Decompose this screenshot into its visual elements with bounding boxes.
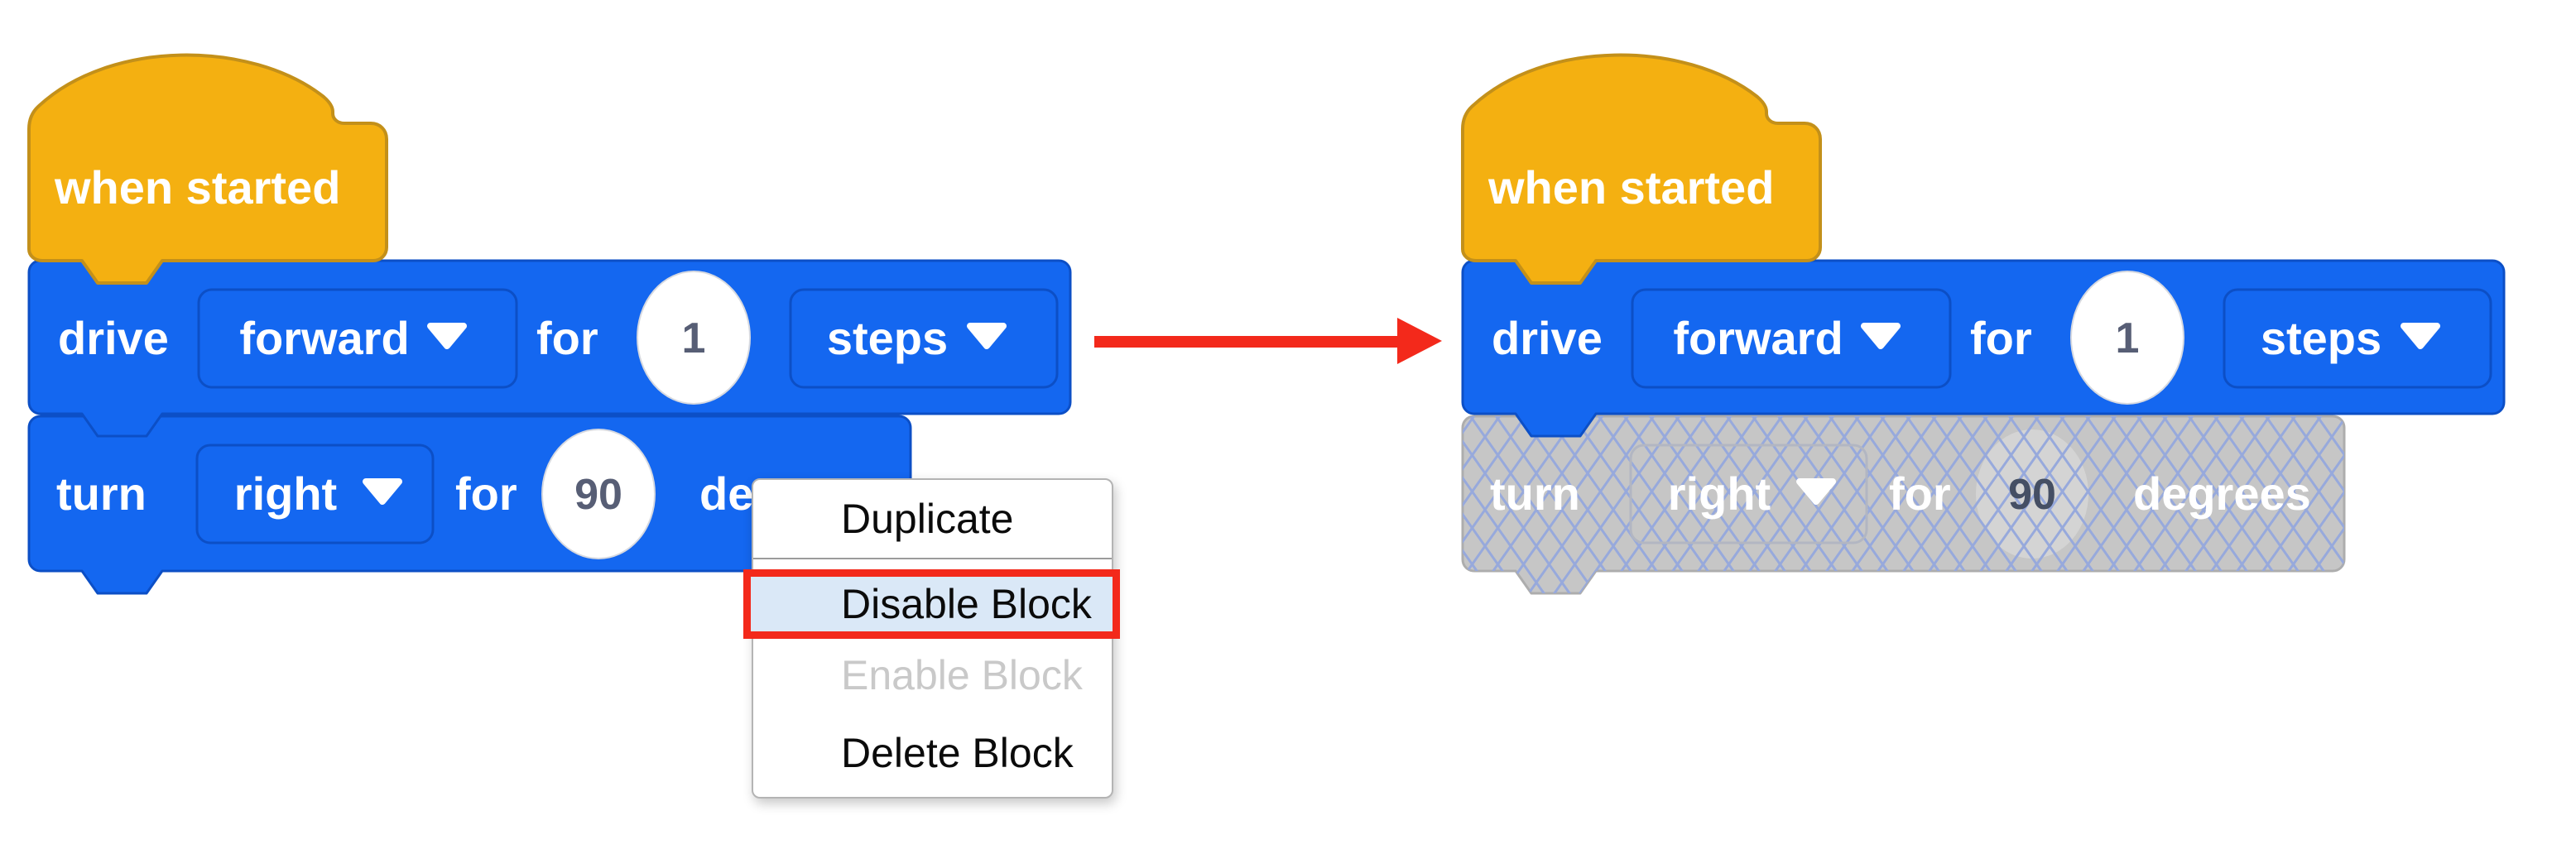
drive-unit-value: steps bbox=[827, 312, 948, 364]
right-block-stack: turn right for 90 degrees drive forward … bbox=[1461, 53, 2506, 595]
drive-unit-value: steps bbox=[2261, 312, 2381, 364]
drive-verb-label: drive bbox=[58, 312, 169, 364]
drive-unit-dropdown[interactable] bbox=[789, 288, 1059, 389]
when-started-hat-block[interactable]: when started bbox=[1461, 53, 1822, 285]
drive-verb-label: drive bbox=[1492, 312, 1603, 364]
drive-direction-dropdown[interactable] bbox=[197, 288, 518, 389]
menu-item-label: Enable Block bbox=[841, 652, 1083, 698]
turn-unit-label: degrees bbox=[2133, 468, 2311, 520]
turn-for-label: for bbox=[455, 468, 517, 520]
dropdown-caret-icon bbox=[1861, 323, 1901, 349]
drive-block-body[interactable] bbox=[27, 259, 1072, 438]
dropdown-caret-icon bbox=[427, 323, 467, 349]
drive-direction-value: forward bbox=[1673, 312, 1843, 364]
menu-item-label: Delete Block bbox=[841, 730, 1074, 776]
menu-item-delete-block[interactable]: Delete Block bbox=[753, 715, 1112, 791]
menu-item-enable-block: Enable Block bbox=[753, 639, 1112, 712]
turn-for-label: for bbox=[1889, 468, 1951, 520]
drive-unit-dropdown[interactable] bbox=[2223, 288, 2492, 389]
drive-block[interactable]: drive forward for 1 steps bbox=[1461, 259, 2506, 438]
dropdown-caret-icon bbox=[363, 478, 402, 505]
drive-distance-input[interactable] bbox=[2070, 271, 2184, 405]
drive-distance-input[interactable] bbox=[637, 271, 751, 405]
dropdown-caret-icon bbox=[2401, 323, 2440, 349]
menu-item-label: Duplicate bbox=[841, 496, 1014, 542]
drive-block[interactable]: drive forward for 1 steps bbox=[27, 259, 1072, 438]
turn-direction-value: right bbox=[234, 468, 337, 520]
turn-verb-label: turn bbox=[1490, 468, 1580, 520]
drive-block-body[interactable] bbox=[1461, 259, 2506, 438]
turn-direction-dropdown[interactable] bbox=[195, 444, 435, 544]
hat-label: when started bbox=[54, 161, 340, 213]
turn-angle-value: 90 bbox=[2008, 471, 2056, 519]
menu-item-duplicate[interactable]: Duplicate bbox=[753, 480, 1112, 559]
drive-for-label: for bbox=[1970, 312, 2032, 364]
turn-angle-value: 90 bbox=[574, 471, 622, 519]
drive-direction-value: forward bbox=[239, 312, 409, 364]
dropdown-caret-icon bbox=[967, 323, 1007, 349]
hat-block-body[interactable] bbox=[27, 53, 388, 285]
turn-direction-dropdown bbox=[1629, 444, 1868, 544]
menu-item-disable-block[interactable]: Disable Block bbox=[743, 569, 1120, 639]
menu-item-label: Disable Block bbox=[841, 581, 1092, 627]
dropdown-caret-icon bbox=[1796, 478, 1836, 505]
drive-distance-value: 1 bbox=[2116, 314, 2140, 362]
drive-direction-dropdown[interactable] bbox=[1631, 288, 1952, 389]
turn-block-disabled[interactable]: turn right for 90 degrees bbox=[1461, 415, 2346, 595]
drive-for-label: for bbox=[536, 312, 598, 364]
drive-distance-value: 1 bbox=[682, 314, 706, 362]
block-context-menu: Duplicate Disable Block Enable Block Del… bbox=[743, 478, 1120, 799]
hat-block-body[interactable] bbox=[1461, 53, 1822, 285]
turn-verb-label: turn bbox=[56, 468, 147, 520]
turn-block-body[interactable] bbox=[27, 415, 912, 595]
disabled-crosshatch-overlay bbox=[1463, 416, 2344, 593]
when-started-hat-block[interactable]: when started bbox=[27, 53, 388, 285]
transition-arrow-icon bbox=[1094, 318, 1442, 364]
turn-direction-value: right bbox=[1668, 468, 1771, 520]
hat-label: when started bbox=[1487, 161, 1774, 213]
turn-angle-input[interactable] bbox=[541, 429, 656, 559]
